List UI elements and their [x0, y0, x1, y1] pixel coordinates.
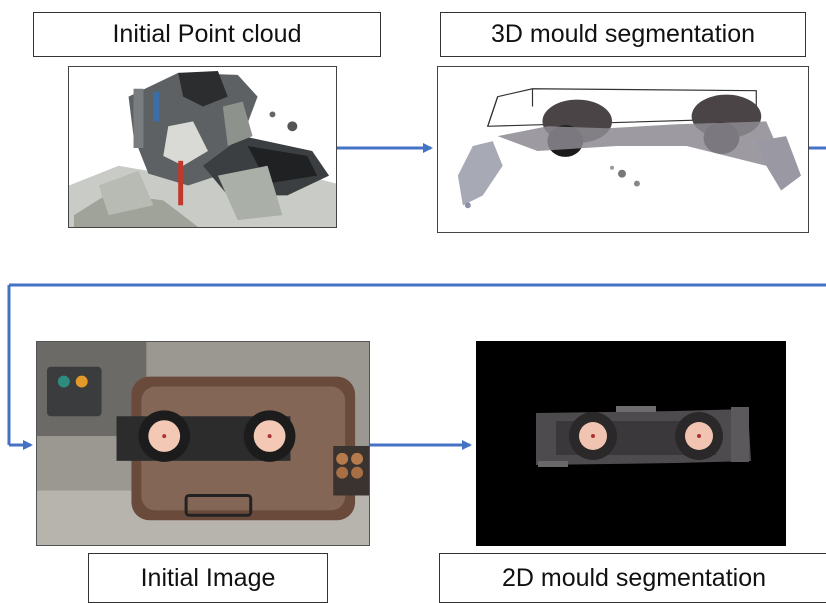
mould-2d-segmentation-label: 2D mould segmentation [439, 553, 826, 603]
mould-3d-segmentation-image [437, 66, 809, 233]
mould-2d-segmentation-image [476, 341, 786, 546]
mould-3d-segmentation-label: 3D mould segmentation [440, 12, 806, 57]
initial-point-cloud-label: Initial Point cloud [33, 12, 381, 57]
initial-point-cloud-image [68, 66, 337, 228]
initial-image-photo [36, 341, 370, 546]
initial-image-label: Initial Image [88, 553, 328, 603]
